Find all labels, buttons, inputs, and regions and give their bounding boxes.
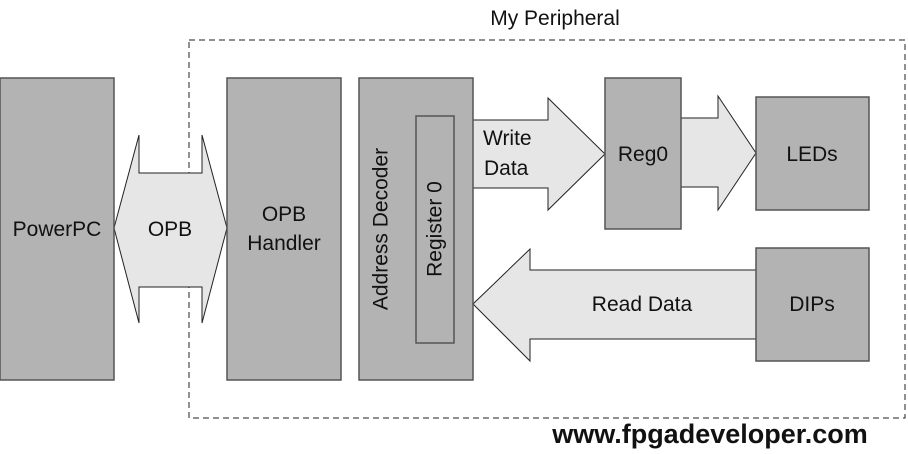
watermark: www.fpgadeveloper.com	[551, 419, 868, 449]
opb-handler-label-2: Handler	[247, 232, 321, 255]
register0-label: Register 0	[424, 181, 447, 277]
reg0-label: Reg0	[618, 143, 668, 166]
my-peripheral-boundary	[188, 39, 906, 419]
dips-label: DIPs	[789, 293, 835, 316]
write-data-label-1: Write	[483, 127, 532, 150]
powerpc-label: PowerPC	[13, 218, 102, 241]
opb-handler-label-1: OPB	[262, 203, 306, 226]
write-data-label-2: Data	[484, 157, 529, 180]
dips-block	[755, 247, 870, 362]
read-data-label: Read Data	[592, 293, 693, 316]
opb-handler-block	[226, 77, 342, 381]
reg-to-leds-arrow	[680, 94, 757, 212]
write-data-arrow	[472, 96, 606, 212]
my-peripheral-title: My Peripheral	[490, 7, 620, 30]
address-decoder-label: Address Decoder	[370, 148, 393, 310]
register0-block	[415, 115, 455, 344]
leds-label: LEDs	[786, 143, 837, 166]
opb-label: OPB	[148, 218, 192, 241]
reg0-block	[604, 77, 682, 230]
powerpc-block	[0, 77, 115, 381]
leds-block	[755, 96, 870, 211]
